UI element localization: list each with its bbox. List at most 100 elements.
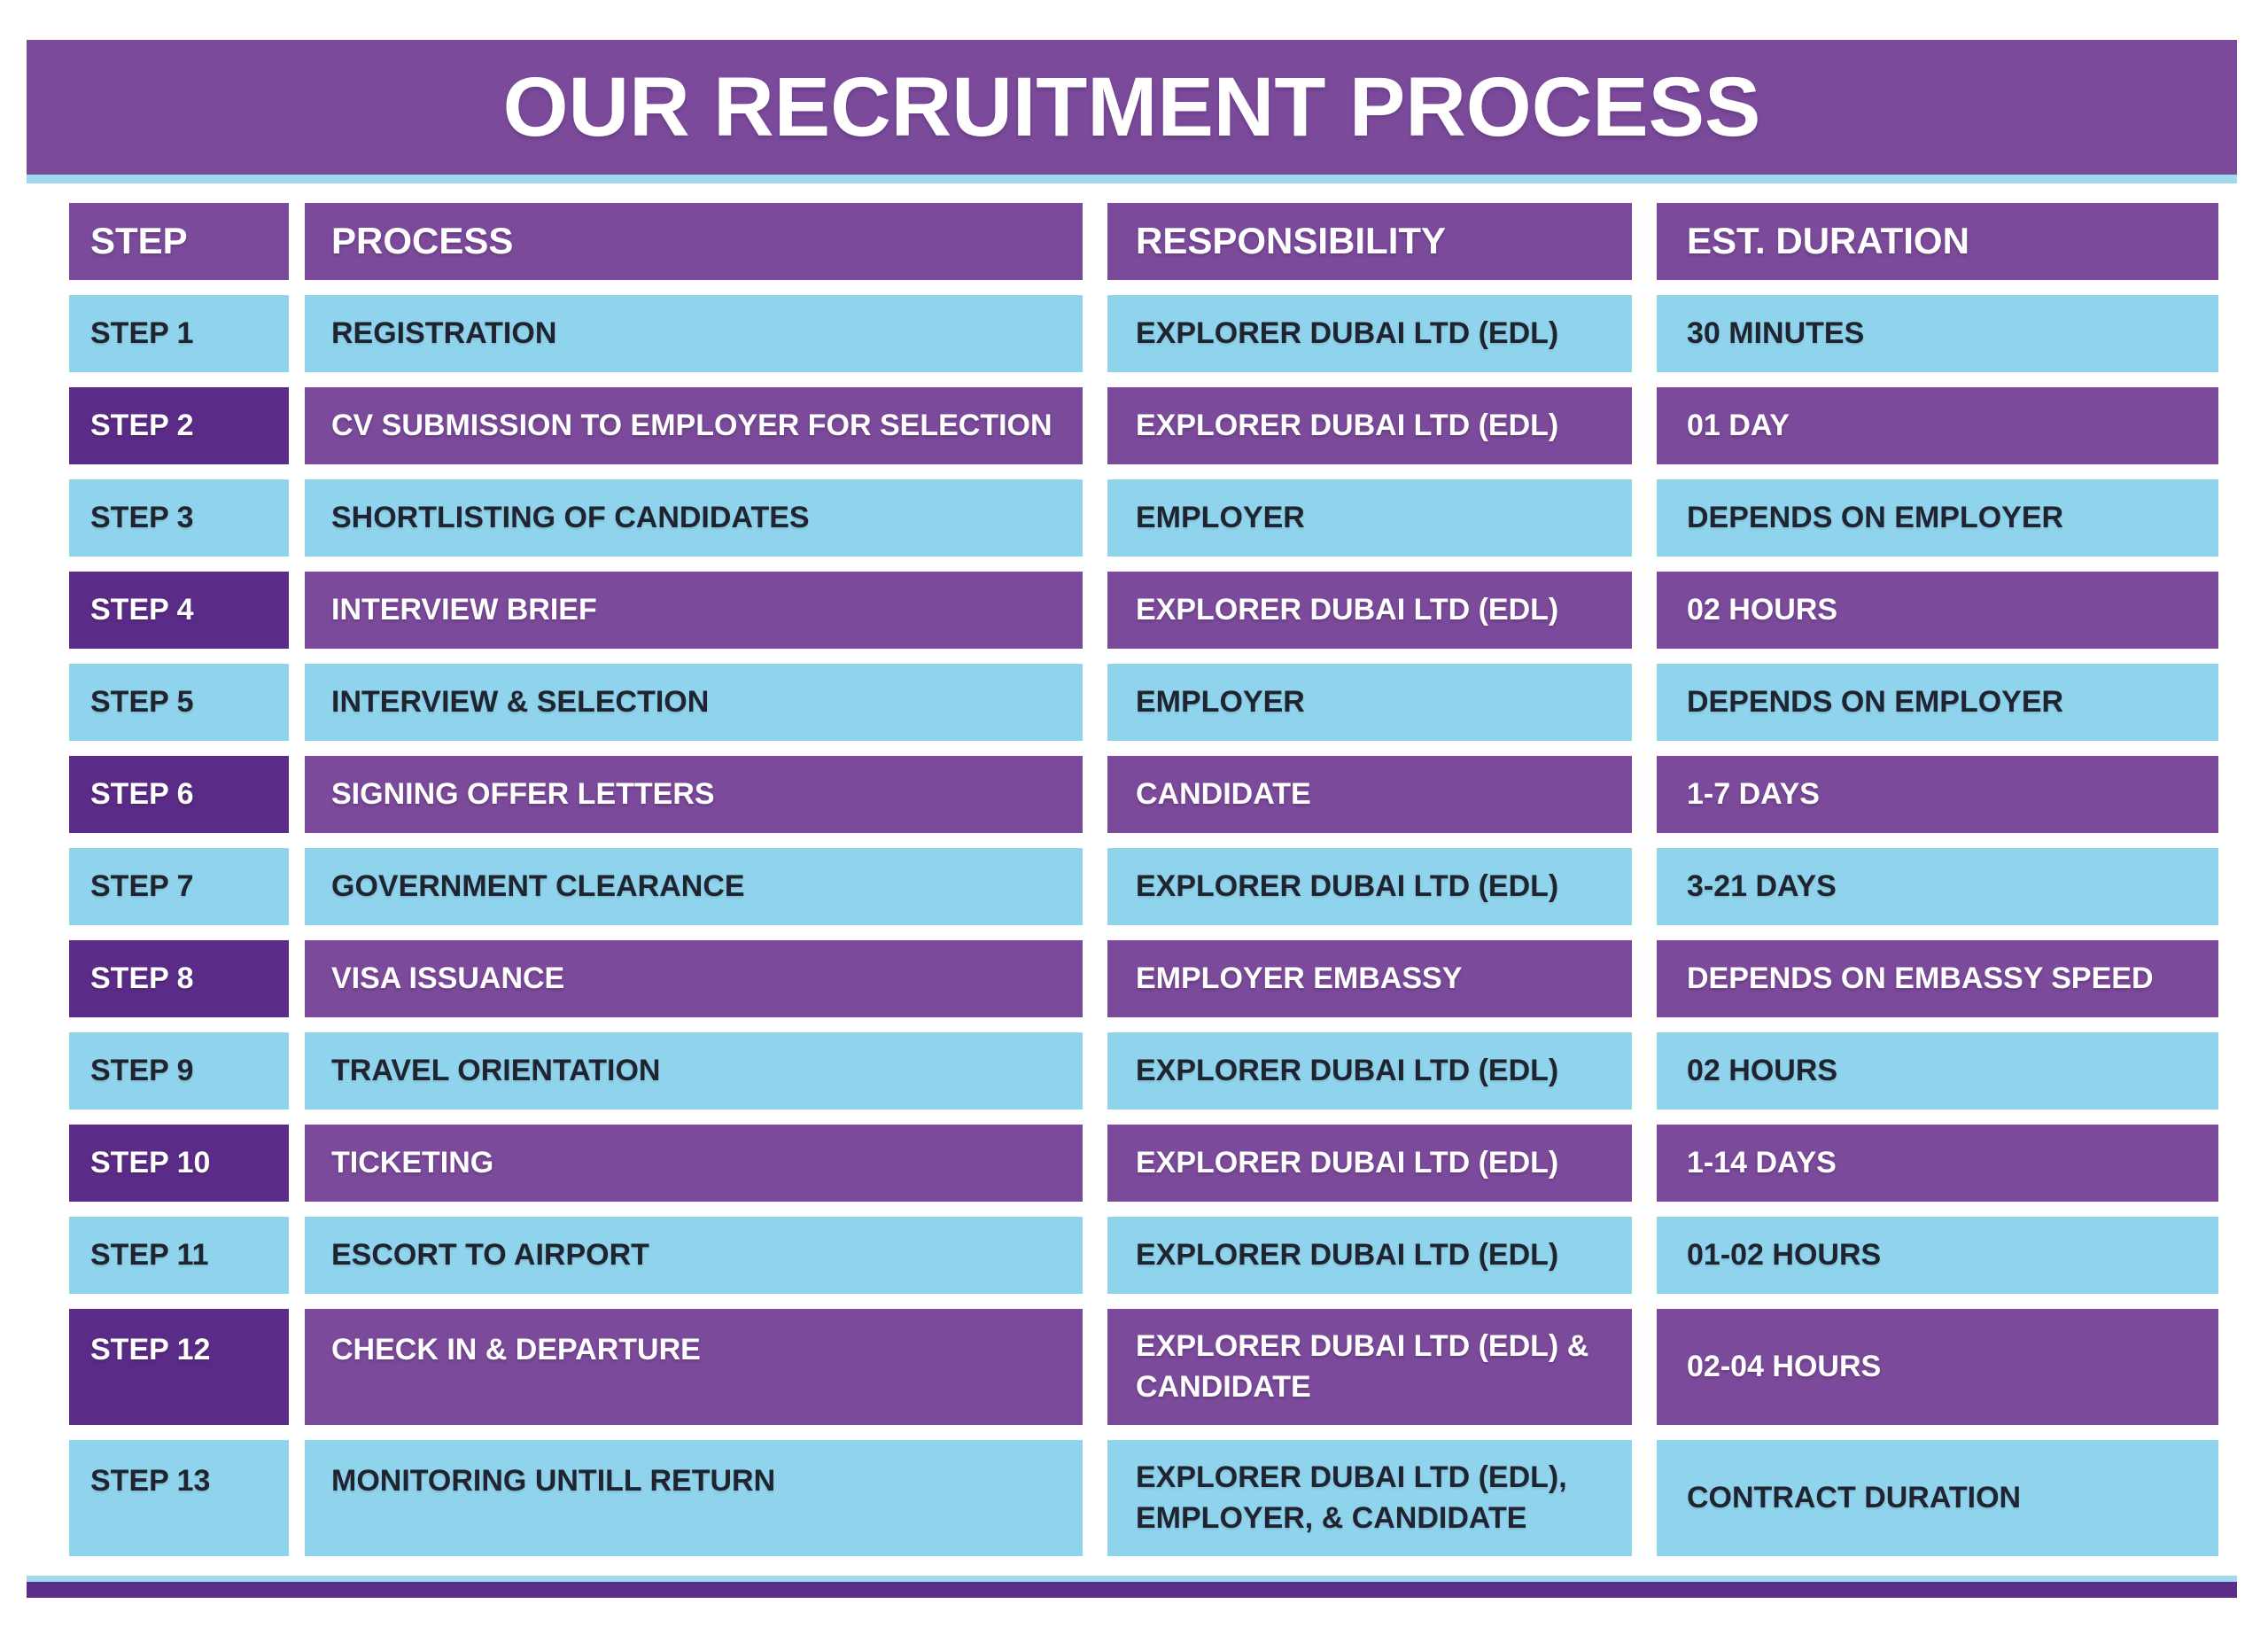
duration-label: 30 MINUTES (1687, 316, 1865, 351)
process-label: CV SUBMISSION TO EMPLOYER FOR SELECTION (331, 409, 1052, 443)
column-header-step-label: STEP (90, 220, 188, 262)
responsibility-cell: EXPLORER DUBAI LTD (EDL) (1107, 387, 1632, 464)
duration-cell: DEPENDS ON EMBASSY SPEED (1657, 940, 2218, 1017)
table-header-row: STEP PROCESS RESPONSIBILITY EST. DURATIO… (69, 203, 2218, 280)
process-label: VISA ISSUANCE (331, 962, 565, 996)
process-label: GOVERNMENT CLEARANCE (331, 869, 745, 904)
duration-cell: DEPENDS ON EMPLOYER (1657, 664, 2218, 741)
duration-cell: 1-7 DAYS (1657, 756, 2218, 833)
step-label: STEP 12 (90, 1333, 211, 1366)
responsibility-cell: EXPLORER DUBAI LTD (EDL), EMPLOYER, & CA… (1107, 1440, 1632, 1556)
responsibility-cell: EXPLORER DUBAI LTD (EDL) (1107, 572, 1632, 649)
responsibility-cell: EXPLORER DUBAI LTD (EDL) & CANDIDATE (1107, 1309, 1632, 1425)
responsibility-cell: EXPLORER DUBAI LTD (EDL) (1107, 1217, 1632, 1294)
step-label: STEP 4 (90, 593, 194, 627)
responsibility-label: CANDIDATE (1136, 776, 1311, 811)
process-cell: GOVERNMENT CLEARANCE (305, 848, 1083, 925)
recruitment-table: STEP PROCESS RESPONSIBILITY EST. DURATIO… (69, 203, 2218, 1556)
process-cell: VISA ISSUANCE (305, 940, 1083, 1017)
duration-label: DEPENDS ON EMBASSY SPEED (1687, 962, 2154, 996)
duration-label: DEPENDS ON EMPLOYER (1687, 501, 2064, 535)
column-header-duration: EST. DURATION (1657, 203, 2218, 280)
duration-cell: 3-21 DAYS (1657, 848, 2218, 925)
duration-label: 1-7 DAYS (1687, 777, 1820, 812)
responsibility-label: EXPLORER DUBAI LTD (EDL) (1136, 592, 1559, 627)
table-row: STEP 1 REGISTRATION EXPLORER DUBAI LTD (… (69, 295, 2218, 372)
process-label: REGISTRATION (331, 316, 557, 351)
responsibility-cell: CANDIDATE (1107, 756, 1632, 833)
responsibility-cell: EXPLORER DUBAI LTD (EDL) (1107, 295, 1632, 372)
step-cell: STEP 4 (69, 572, 289, 649)
step-cell: STEP 5 (69, 664, 289, 741)
duration-cell: DEPENDS ON EMPLOYER (1657, 479, 2218, 557)
step-cell: STEP 12 (69, 1309, 289, 1425)
process-cell: CV SUBMISSION TO EMPLOYER FOR SELECTION (305, 387, 1083, 464)
duration-cell: 1-14 DAYS (1657, 1125, 2218, 1202)
responsibility-label: EXPLORER DUBAI LTD (EDL) (1136, 1053, 1559, 1087)
duration-label: DEPENDS ON EMPLOYER (1687, 685, 2064, 720)
column-header-step: STEP (69, 203, 289, 280)
process-cell: ESCORT TO AIRPORT (305, 1217, 1083, 1294)
process-label: INTERVIEW & SELECTION (331, 685, 710, 720)
step-label: STEP 13 (90, 1464, 211, 1498)
column-header-responsibility: RESPONSIBILITY (1107, 203, 1632, 280)
step-label: STEP 3 (90, 501, 194, 535)
table-row: STEP 6 SIGNING OFFER LETTERS CANDIDATE 1… (69, 756, 2218, 833)
step-cell: STEP 7 (69, 848, 289, 925)
duration-cell: 01-02 HOURS (1657, 1217, 2218, 1294)
duration-cell: CONTRACT DURATION (1657, 1440, 2218, 1556)
table-row: STEP 10 TICKETING EXPLORER DUBAI LTD (ED… (69, 1125, 2218, 1202)
process-cell: CHECK IN & DEPARTURE (305, 1309, 1083, 1425)
responsibility-label: EXPLORER DUBAI LTD (EDL) & CANDIDATE (1136, 1328, 1589, 1404)
column-header-responsibility-label: RESPONSIBILITY (1136, 220, 1447, 262)
process-label: CHECK IN & DEPARTURE (331, 1333, 701, 1366)
responsibility-cell: EMPLOYER (1107, 664, 1632, 741)
step-cell: STEP 1 (69, 295, 289, 372)
step-cell: STEP 2 (69, 387, 289, 464)
responsibility-label: EMPLOYER EMBASSY (1136, 961, 1463, 995)
page-header: OUR RECRUITMENT PROCESS (27, 40, 2237, 175)
table-row: STEP 11 ESCORT TO AIRPORT EXPLORER DUBAI… (69, 1217, 2218, 1294)
process-cell: MONITORING UNTILL RETURN (305, 1440, 1083, 1556)
responsibility-cell: EXPLORER DUBAI LTD (EDL) (1107, 1032, 1632, 1109)
process-cell: SIGNING OFFER LETTERS (305, 756, 1083, 833)
process-cell: SHORTLISTING OF CANDIDATES (305, 479, 1083, 557)
duration-label: 02 HOURS (1687, 1054, 1838, 1088)
responsibility-cell: EXPLORER DUBAI LTD (EDL) (1107, 1125, 1632, 1202)
duration-cell: 02 HOURS (1657, 572, 2218, 649)
step-label: STEP 8 (90, 962, 194, 996)
responsibility-cell: EMPLOYER (1107, 479, 1632, 557)
step-cell: STEP 9 (69, 1032, 289, 1109)
responsibility-cell: EXPLORER DUBAI LTD (EDL) (1107, 848, 1632, 925)
step-label: STEP 1 (90, 316, 194, 351)
process-cell: INTERVIEW & SELECTION (305, 664, 1083, 741)
responsibility-label: EXPLORER DUBAI LTD (EDL) (1136, 315, 1559, 350)
process-cell: INTERVIEW BRIEF (305, 572, 1083, 649)
duration-label: 01 DAY (1687, 409, 1790, 443)
step-label: STEP 2 (90, 409, 194, 443)
table-row: STEP 2 CV SUBMISSION TO EMPLOYER FOR SEL… (69, 387, 2218, 464)
responsibility-label: EXPLORER DUBAI LTD (EDL) (1136, 1237, 1559, 1272)
column-header-process-label: PROCESS (331, 220, 514, 262)
responsibility-label: EXPLORER DUBAI LTD (EDL) (1136, 868, 1559, 903)
step-cell: STEP 11 (69, 1217, 289, 1294)
step-label: STEP 6 (90, 777, 194, 812)
duration-label: 1-14 DAYS (1687, 1146, 1837, 1180)
column-header-duration-label: EST. DURATION (1687, 220, 1969, 262)
process-cell: REGISTRATION (305, 295, 1083, 372)
step-cell: STEP 13 (69, 1440, 289, 1556)
duration-label: 3-21 DAYS (1687, 869, 1837, 904)
process-label: SHORTLISTING OF CANDIDATES (331, 501, 810, 535)
step-cell: STEP 6 (69, 756, 289, 833)
table-row: STEP 5 INTERVIEW & SELECTION EMPLOYER DE… (69, 664, 2218, 741)
responsibility-label: EXPLORER DUBAI LTD (EDL) (1136, 1145, 1559, 1180)
responsibility-label: EXPLORER DUBAI LTD (EDL) (1136, 408, 1559, 442)
table-row: STEP 4 INTERVIEW BRIEF EXPLORER DUBAI LT… (69, 572, 2218, 649)
step-label: STEP 9 (90, 1054, 194, 1088)
duration-label: 02 HOURS (1687, 593, 1838, 627)
title-underline-decoration (27, 175, 2237, 183)
table-row: STEP 7 GOVERNMENT CLEARANCE EXPLORER DUB… (69, 848, 2218, 925)
responsibility-label: EXPLORER DUBAI LTD (EDL), EMPLOYER, & CA… (1136, 1460, 1567, 1535)
duration-label: CONTRACT DURATION (1687, 1481, 2022, 1515)
